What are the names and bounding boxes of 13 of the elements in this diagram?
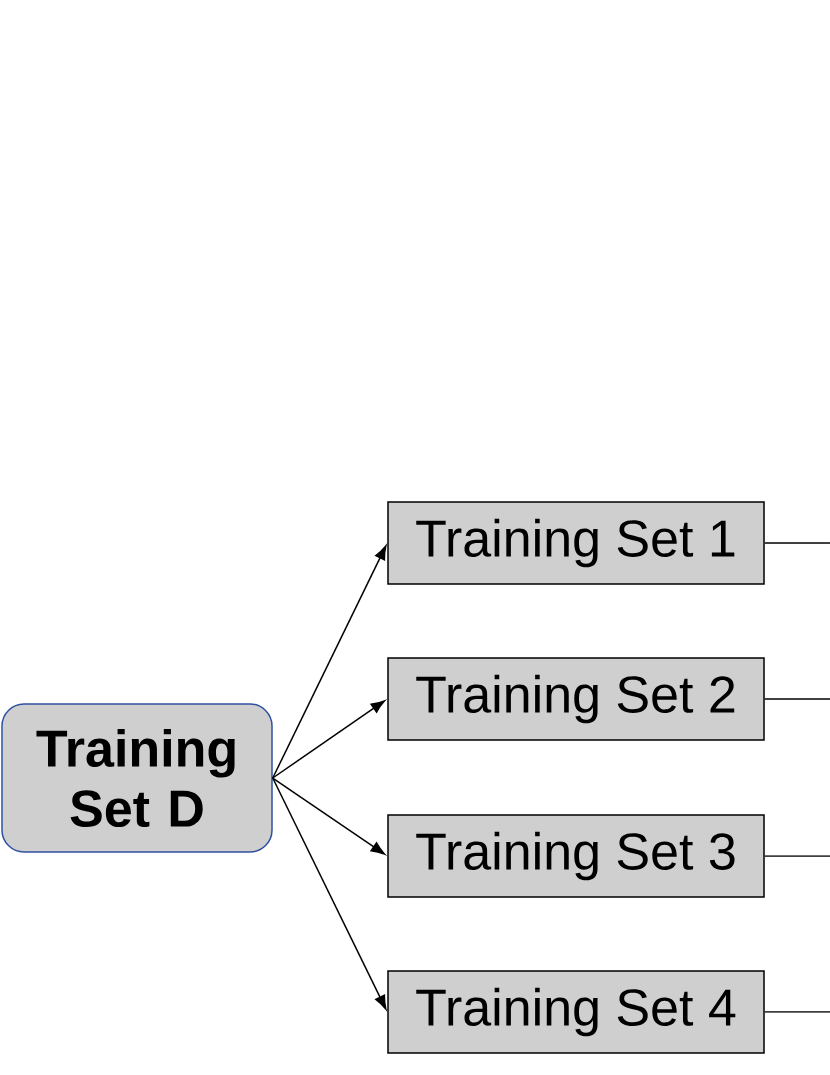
arrow xyxy=(272,700,386,779)
connector-line xyxy=(764,542,830,544)
process-box: Training Set 4 xyxy=(387,970,765,1054)
connector-line xyxy=(764,698,830,700)
connector-line xyxy=(764,855,830,857)
process-box: Training Set 3 xyxy=(387,814,765,898)
process-box: Training Set 2 xyxy=(387,657,765,741)
arrow xyxy=(272,777,387,1010)
arrow xyxy=(272,545,387,779)
arrow xyxy=(272,777,386,855)
rounded-box: Training Set D xyxy=(1,703,273,853)
process-box: Training Set 1 xyxy=(387,501,765,585)
connector-line xyxy=(764,1011,830,1013)
